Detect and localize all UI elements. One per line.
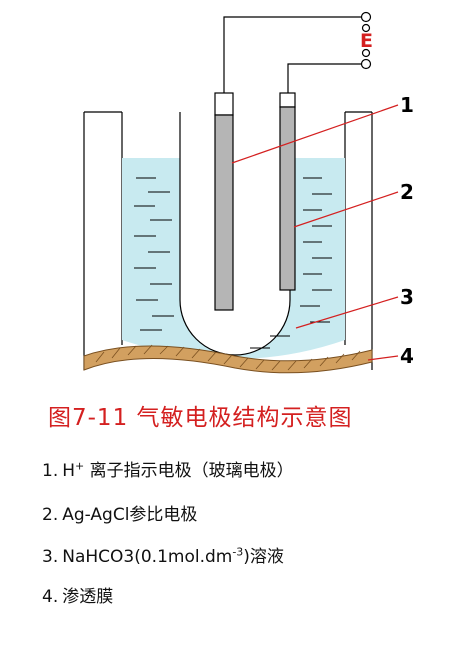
legend-number: 4.: [42, 587, 59, 607]
callout-numbers: 1 2 3 4: [400, 93, 414, 368]
legend-item-4: 4.渗透膜: [42, 582, 113, 607]
legend-item-2: 2.Ag-AgCl参比电极: [42, 500, 197, 525]
legend-number: 3.: [42, 547, 59, 567]
legend-text-main: NaHCO3(0.1mol.dm: [62, 547, 233, 567]
callout-number-4: 4: [400, 344, 414, 368]
callout-number-1: 1: [400, 93, 414, 117]
terminal-mid-bottom: [361, 48, 371, 58]
callout-number-2: 2: [400, 180, 414, 204]
wire-reference: [287, 63, 362, 93]
inner-tube: [179, 112, 291, 356]
legend-text-sup: +: [75, 459, 85, 473]
legend-text-main: 渗透膜: [62, 587, 114, 607]
callout-lines: [231, 104, 399, 361]
legend-item-3: 3.NaHCO3(0.1mol.dm-3)溶液: [42, 542, 284, 567]
terminal-bottom: [360, 58, 372, 70]
power-source-label: E: [360, 30, 373, 52]
callout-line-4: [367, 355, 399, 361]
callout-line-2: [293, 191, 399, 228]
gas-sensing-electrode-diagram: E: [83, 11, 414, 374]
callout-line-1: [231, 104, 399, 164]
legend-text-rest: )溶液: [243, 547, 284, 567]
wire-indicator: [223, 16, 362, 93]
legend-text-sup: -3: [232, 545, 244, 559]
indicator-electrode: [214, 92, 234, 311]
callout-line-3: [295, 296, 399, 329]
terminal-mid-top: [361, 23, 371, 33]
terminal-top: [360, 11, 372, 23]
liquid-dashes: [134, 177, 332, 349]
legend-number: 2.: [42, 505, 59, 525]
legend-text-rest: 离子指示电极（玻璃电极）: [84, 461, 294, 481]
legend-item-1: 1.H+ 离子指示电极（玻璃电极）: [42, 456, 294, 481]
legend-text-main: H: [62, 461, 76, 481]
wires: [223, 16, 362, 93]
reference-electrode: [279, 92, 296, 291]
legend-number: 1.: [42, 461, 59, 481]
legend-text-main: Ag-AgCl参比电极: [62, 505, 198, 525]
membrane-hatching: [95, 344, 361, 371]
figure-caption: 图7-11 气敏电极结构示意图: [48, 405, 353, 431]
callout-number-3: 3: [400, 285, 414, 309]
power-terminals: [360, 11, 372, 70]
